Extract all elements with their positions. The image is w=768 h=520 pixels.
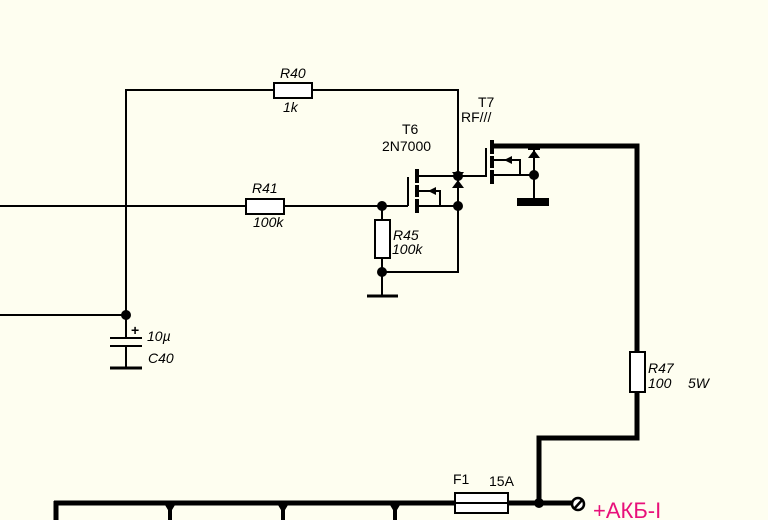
- junction-f1: [534, 498, 544, 508]
- r47-power: 5W: [688, 375, 711, 391]
- wires-thick: [53, 143, 640, 520]
- wire-source-t6: [382, 206, 459, 273]
- f1-value: 15A: [489, 473, 515, 489]
- transistor-t7[interactable]: T7 RF///: [461, 94, 549, 206]
- r41-value: 100k: [253, 214, 284, 230]
- r45-ref: R45: [393, 227, 419, 243]
- bus-tap-1: [165, 505, 175, 520]
- wire-r40-right: [312, 89, 459, 176]
- resistor-r41[interactable]: R41 100k: [245, 180, 285, 230]
- r40-value: 1k: [283, 99, 299, 115]
- wire-t7-gate: [458, 148, 487, 177]
- bus-tap-3: [390, 505, 400, 520]
- r47-value: 100: [648, 375, 672, 391]
- screw-slot: [573, 498, 584, 510]
- wire-t7-drain-r47: [494, 143, 640, 352]
- r47-ref: R47: [648, 360, 675, 376]
- terminal-label: +АКБ-I: [593, 498, 661, 520]
- c40-value: 10µ: [147, 328, 171, 344]
- capacitor-c40[interactable]: + 10µ C40: [110, 322, 174, 366]
- wire-t7-body: [494, 159, 521, 175]
- terminal-battery-plus[interactable]: +АКБ-I: [570, 496, 661, 520]
- t7-part: RF///: [461, 109, 491, 125]
- wire-r47-f1: [536, 392, 640, 503]
- junction-c40: [121, 310, 131, 320]
- wire-t6-body: [418, 190, 441, 206]
- transistor-t6[interactable]: T6 2N7000: [382, 121, 464, 213]
- junction-t6-source: [453, 201, 463, 211]
- bus-tap-2: [278, 505, 288, 520]
- resistor-r47[interactable]: R47 100 5W: [629, 351, 711, 393]
- fuse-f1[interactable]: F1 15A: [453, 471, 515, 514]
- r41-ref: R41: [252, 180, 278, 196]
- junction-r45-bottom: [377, 267, 387, 277]
- r40-ref: R40: [280, 65, 306, 81]
- junctions: [121, 170, 544, 508]
- junction-t7-source: [529, 170, 539, 180]
- t7-ref: T7: [478, 94, 495, 110]
- c40-polarity: +: [131, 322, 139, 338]
- c40-ref: C40: [148, 350, 174, 366]
- resistor-r40[interactable]: R40 1k: [273, 65, 313, 115]
- r45-value: 100k: [392, 241, 423, 257]
- wire-r40-left: [125, 89, 274, 315]
- t6-part: 2N7000: [382, 138, 431, 154]
- f1-ref: F1: [453, 471, 470, 487]
- resistor-r45[interactable]: R45 100k: [374, 219, 423, 259]
- junction-r45-top: [377, 201, 387, 211]
- t7-ground-bar: [517, 198, 549, 206]
- t6-ref: T6: [402, 121, 419, 137]
